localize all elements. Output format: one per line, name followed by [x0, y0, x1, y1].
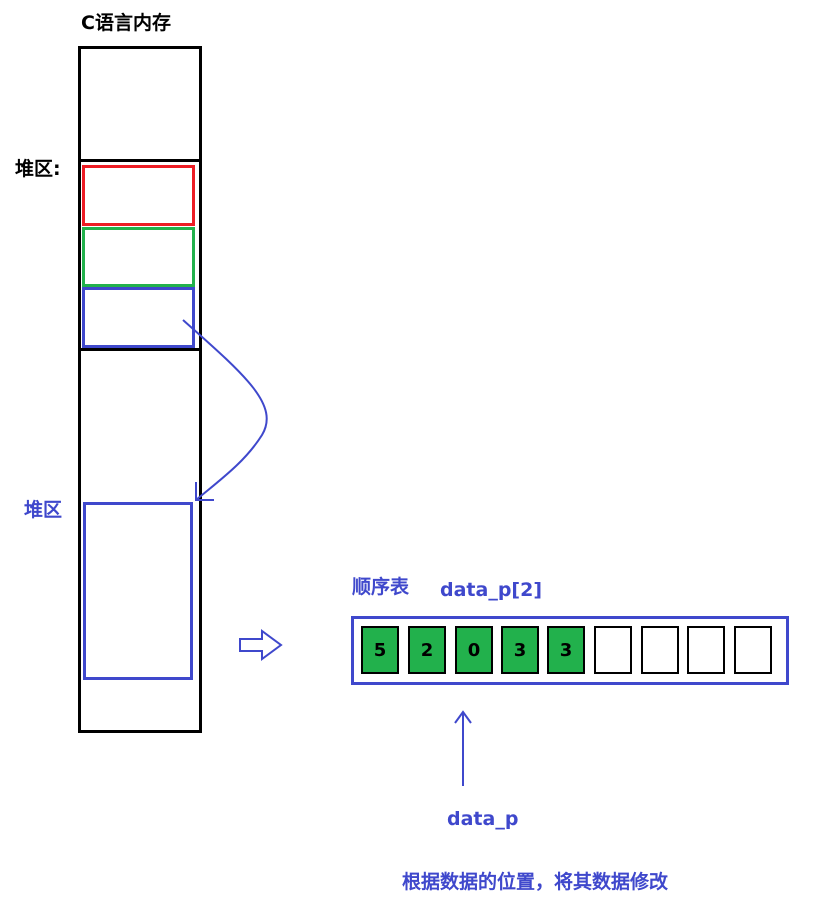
- heap-label-bottom: 堆区: [24, 499, 63, 521]
- heap-top-divider: [78, 159, 202, 162]
- seq-cell: 2: [408, 626, 446, 674]
- seq-list-title: 顺序表: [352, 576, 410, 598]
- heap-bottom-divider: [78, 348, 202, 351]
- heap-label-top: 堆区:: [15, 158, 61, 180]
- seq-cell: 5: [361, 626, 399, 674]
- seq-cell: [687, 626, 725, 674]
- seq-cell: 0: [455, 626, 493, 674]
- seq-list-container: [351, 616, 789, 685]
- heap-block-red: [82, 165, 195, 226]
- seq-cell: [641, 626, 679, 674]
- heap-block-blue: [82, 287, 195, 348]
- heap-block-green: [82, 227, 195, 287]
- seq-cell: 3: [501, 626, 539, 674]
- caption-text: 根据数据的位置，将其数据修改: [402, 871, 669, 893]
- pointer-label: data_p: [447, 808, 519, 830]
- pointer-arrow-head: [454, 710, 472, 724]
- seq-cell: [734, 626, 772, 674]
- hollow-right-arrow-icon: [239, 629, 283, 661]
- seq-cell: 3: [547, 626, 585, 674]
- seq-cell: [594, 626, 632, 674]
- seq-list-index-label: data_p[2]: [440, 579, 543, 601]
- heap-region-block: [83, 502, 193, 680]
- memory-title: C语言内存: [81, 12, 171, 34]
